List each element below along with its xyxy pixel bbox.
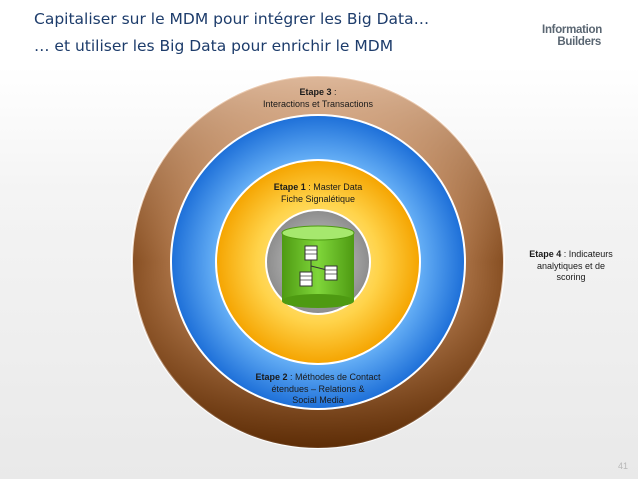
information-builders-logo: Information Builders bbox=[542, 24, 602, 48]
logo-line-1: Information bbox=[542, 24, 602, 36]
logo-line-2: Builders bbox=[557, 36, 601, 48]
label-etape2: Etape 2 : Méthodes de Contact étendues –… bbox=[255, 372, 381, 405]
slide-title-line-1: Capitaliser sur le MDM pour intégrer les… bbox=[34, 10, 430, 28]
label-etape4: Etape 4 : Indicateurs analytiques et de … bbox=[529, 249, 613, 282]
label-etape1: Etape 1 : Master Data Fiche Signalétique bbox=[273, 182, 363, 204]
label-etape3: Etape 3 : Interactions et Transactions bbox=[262, 87, 374, 109]
page-number: 41 bbox=[617, 461, 628, 471]
slide-title-line-2: … et utiliser les Big Data pour enrichir… bbox=[34, 37, 394, 55]
database-with-tables-icon bbox=[281, 225, 355, 308]
